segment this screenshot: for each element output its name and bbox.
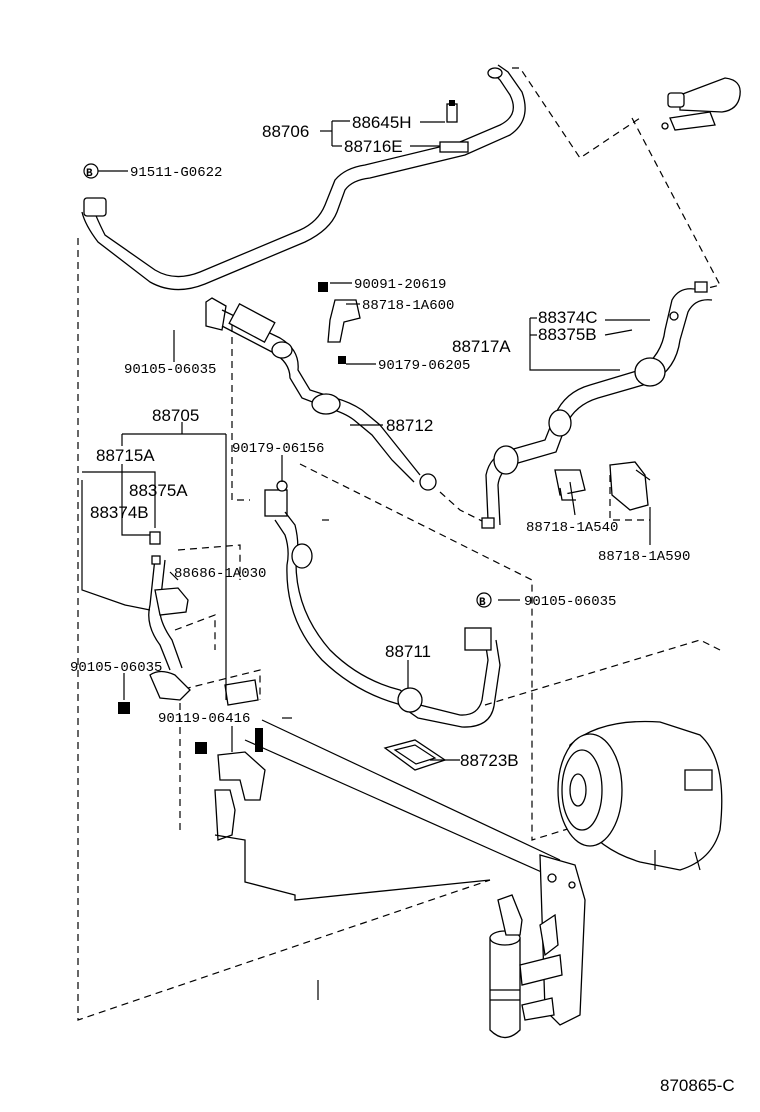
receiver-dryer (489, 894, 563, 1039)
label-88374B: 88374B (90, 503, 149, 522)
label-88712: 88712 (386, 416, 433, 435)
label-90179-06205: 90179-06205 (378, 358, 470, 374)
hose-88711 (264, 480, 501, 728)
label-90119-06416: 90119-06416 (158, 711, 250, 727)
label-90179-06156: 90179-06156 (232, 441, 324, 457)
compressor (557, 720, 723, 871)
marker-b-circle-2 (476, 592, 492, 608)
label-88711: 88711 (385, 642, 431, 661)
bracket-88718-1A600 (318, 282, 361, 364)
label-88686-1A030: 88686-1A030 (174, 566, 266, 582)
leader-lines (82, 120, 651, 761)
label-88723B: 88723B (460, 751, 519, 770)
label-88375B: 88375B (538, 325, 597, 344)
fitting-top-right (661, 77, 741, 131)
label-88718-1A600: 88718-1A600 (362, 298, 454, 314)
labels: 88706 88645H 88716E B 91511-G0622 90091-… (70, 113, 735, 1095)
label-90105-06035-c: 90105-06035 (70, 660, 162, 676)
label-88375A: 88375A (129, 481, 188, 500)
label-88717A: 88717A (452, 337, 511, 356)
gasket-88723B (383, 739, 447, 771)
marker-b-1: B (86, 168, 93, 180)
condenser (214, 717, 586, 1026)
bracket-90119 (214, 679, 266, 841)
hose-88706 (81, 64, 526, 291)
label-90091-20619: 90091-20619 (354, 277, 446, 293)
diagram-code: 870865-C (660, 1076, 735, 1095)
label-88374C: 88374C (538, 308, 598, 327)
label-91511-G0622: 91511-G0622 (130, 165, 222, 181)
label-90105-06035-a: 90105-06035 (124, 362, 216, 378)
clips-right (554, 461, 651, 511)
label-90105-06035-b: 90105-06035 (524, 594, 616, 610)
marker-b-circle-1 (83, 163, 99, 179)
label-88716E: 88716E (344, 137, 403, 156)
label-88706: 88706 (262, 122, 309, 141)
pipe-88712 (205, 297, 437, 491)
hose-88717A (481, 281, 713, 529)
assembly-88705 (81, 480, 207, 754)
dashed-guides (77, 67, 721, 1021)
label-88645H: 88645H (352, 113, 412, 132)
label-88718-1A540: 88718-1A540 (526, 520, 618, 536)
label-88715A: 88715A (96, 446, 155, 465)
marker-b-2: B (479, 597, 486, 609)
label-88705: 88705 (152, 406, 199, 425)
label-88718-1A590: 88718-1A590 (598, 549, 690, 565)
